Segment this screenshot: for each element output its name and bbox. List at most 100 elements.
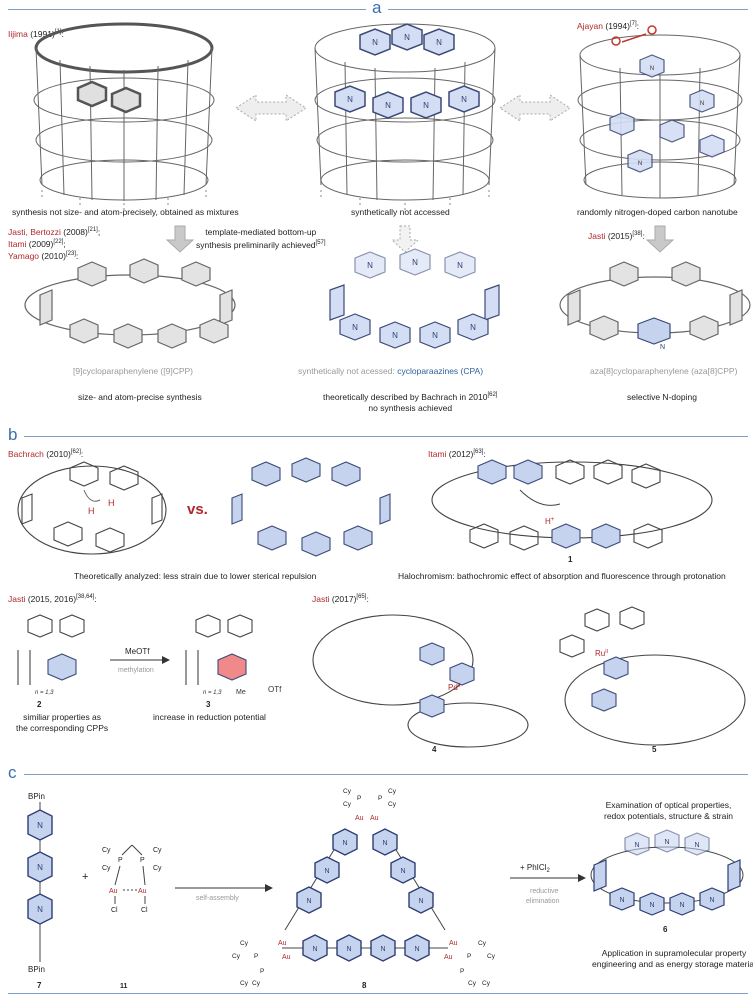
n-label: N [432, 331, 438, 340]
citation-jasti-2015-2016: Jasti (2015, 2016)[38,64]: [8, 593, 97, 604]
plus-sign: + [82, 871, 88, 883]
compound-1: 1 [568, 555, 573, 564]
bpin-top: BPin [28, 792, 45, 801]
n-label: N [412, 258, 418, 267]
au-label: Au [109, 888, 118, 895]
theory-caption: Theoretically analyzed: less strain due … [74, 571, 317, 581]
compound-4: 4 [432, 745, 437, 754]
compound-6: 6 [663, 925, 668, 934]
cl-label: Cl [111, 907, 118, 914]
n-label: N [367, 261, 373, 270]
citation-yamago: Yamago (2010)[23]: [8, 250, 79, 261]
compound-11: 11 [120, 983, 128, 990]
bachrach-description: theoretically described by Bachrach in 2… [323, 391, 498, 413]
n-label: N [461, 95, 467, 104]
selective-n-doping: selective N-doping [627, 392, 697, 402]
n-label: N [664, 839, 669, 846]
au-label: Au [282, 954, 291, 961]
n-label: N [423, 101, 429, 110]
compound-8: 8 [362, 981, 367, 990]
p-label: P [118, 857, 123, 864]
n-label: N [400, 868, 405, 875]
n-label: N [700, 101, 704, 107]
n-label: N [372, 38, 378, 47]
meotf-label: MeOTf [125, 647, 150, 656]
label-aza8cpp: aza[8]cycloparaphenylene (aza[8]CPP) [590, 366, 738, 376]
citation-bachrach: Bachrach (2010)[62]: [8, 448, 84, 459]
panel-label-c: c [8, 763, 17, 782]
panel-label-a: a [372, 0, 382, 17]
au-label: Au [449, 940, 458, 947]
label-cpa: synthetically not acessed: cycloparaazin… [298, 366, 484, 376]
cy-label: Cy [240, 940, 249, 947]
divider-c [24, 774, 748, 775]
n-label: N [470, 323, 476, 332]
n-label: N [342, 840, 347, 847]
h-atom: H [108, 498, 115, 508]
p-label: P [260, 968, 264, 975]
p-label: P [460, 968, 464, 975]
ru-center: RuII [595, 649, 608, 658]
n-label: N [436, 38, 442, 47]
citation-itami: Itami (2009)[22]; [8, 238, 66, 249]
phicl2-label: + PhICl2 [520, 863, 550, 874]
cl-label: Cl [141, 907, 148, 914]
n-label: N [619, 897, 624, 904]
citation-jasti-bertozzi: Jasti, Bertozzi (2008)[21]; [8, 226, 101, 237]
n-label: N [404, 33, 410, 42]
label-9cpp: [9]cycloparaphenylene ([9]CPP) [73, 366, 194, 376]
compound-5: 5 [652, 745, 657, 754]
bottom-rule [8, 993, 748, 994]
citation-ajayan: Ajayan (1994)[7]: [577, 20, 639, 31]
bpin-bottom: BPin [28, 965, 45, 974]
increase-reduction: increase in reduction potential [153, 712, 266, 722]
n-label: N [382, 840, 387, 847]
citation-jasti-2015: Jasti (2015)[38]: [588, 230, 645, 241]
n-label: N [312, 946, 317, 953]
h-atom: H [88, 506, 95, 516]
me-label: Me [236, 689, 246, 696]
cy-label: Cy [102, 847, 111, 854]
au-label: Au [355, 815, 364, 822]
n-label: N [709, 897, 714, 904]
cy-label: Cy [153, 847, 162, 854]
n-label: N [385, 101, 391, 110]
p-label: P [140, 857, 145, 864]
n-label: N [346, 946, 351, 953]
cy-label: Cy [240, 980, 249, 987]
n-label: N [37, 821, 43, 830]
cy-label: Cy [343, 801, 352, 808]
n-label: N [352, 323, 358, 332]
p-label: P [378, 795, 382, 802]
application-note: Application in supramolecular property e… [592, 948, 753, 969]
reductive-label: reductive [530, 888, 559, 895]
n-label: N [650, 66, 654, 72]
n-label: N [37, 863, 43, 872]
size-atom-precise: size- and atom-precise synthesis [78, 392, 202, 402]
desc-carbon-nanotube: synthesis not size- and atom-precisely, … [12, 207, 239, 217]
au-label: Au [278, 940, 287, 947]
citation-jasti-2017: Jasti (2017)[65]: [312, 593, 369, 604]
au-label: Au [370, 815, 379, 822]
cy-label: Cy [343, 788, 352, 795]
cy-label: Cy [388, 788, 397, 795]
citation-itami-2012: Itami (2012)[63]: [428, 448, 486, 459]
otf-label: OTf [268, 685, 282, 694]
methylation-label: methylation [118, 667, 154, 674]
n13-label: n = 1,3 [203, 690, 222, 696]
similar-properties: similiar properties as the corresponding… [16, 712, 109, 733]
cy-label: Cy [487, 953, 496, 960]
desc-n-nanotube: synthetically not accessed [351, 207, 450, 217]
cy-label: Cy [468, 980, 477, 987]
n-label: N [418, 898, 423, 905]
n-label: N [638, 161, 642, 167]
compound-3: 3 [206, 700, 211, 709]
n-label: N [694, 842, 699, 849]
